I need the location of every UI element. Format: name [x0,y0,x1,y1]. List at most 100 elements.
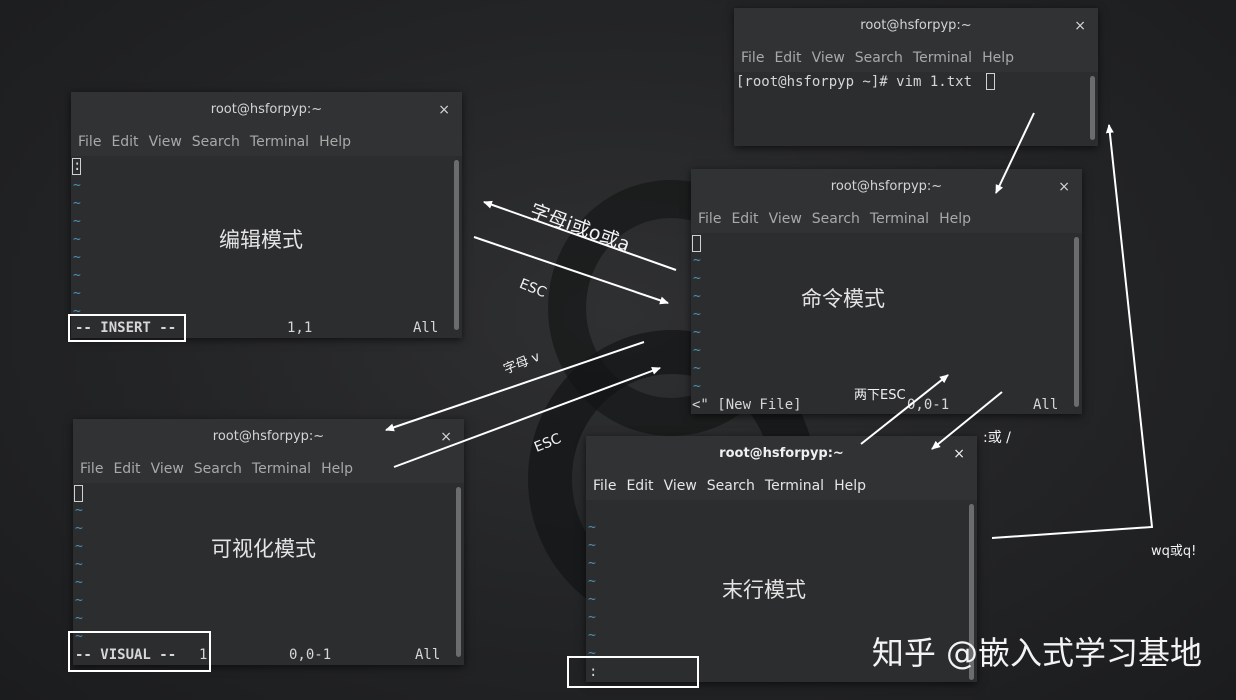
status-file: <" [New File] [692,397,802,413]
tilde-line: ~ [75,575,83,590]
scrollbar[interactable] [1090,76,1095,140]
tilde-line: ~ [693,343,701,358]
menu-bar: File Edit View Search Terminal Help [734,44,1098,72]
menu-search[interactable]: Search [191,134,240,150]
status-count: 1 [199,647,208,663]
label-quit: wq或q! [1151,544,1197,559]
scrollbar[interactable] [969,504,974,680]
highlight-box-visual [68,631,211,672]
scrollbar[interactable] [454,160,459,330]
menu-terminal[interactable]: Terminal [764,478,825,494]
menu-terminal[interactable]: Terminal [251,461,312,477]
insert-mode-window: root@hsforpyp:~ × File Edit View Search … [71,92,462,338]
status-scroll: All [1033,397,1059,413]
tilde-line: ~ [693,289,701,304]
menu-view[interactable]: View [663,478,697,494]
highlight-box-insert [68,314,186,342]
tilde-line: ~ [75,611,83,626]
title-bar: root@hsforpyp:~ × [71,92,462,128]
menu-search[interactable]: Search [854,50,903,66]
tilde-line: ~ [73,196,81,211]
scrollbar[interactable] [456,487,461,657]
window-title: root@hsforpyp:~ [210,102,323,117]
menu-file[interactable]: File [78,134,102,150]
menu-terminal[interactable]: Terminal [869,211,930,227]
arrow-command-to-visual [385,341,645,432]
tilde-line: ~ [693,325,701,340]
menu-terminal[interactable]: Terminal [249,134,310,150]
close-icon[interactable]: × [953,446,965,462]
arrow-command-to-lastline [931,391,1003,450]
menu-edit[interactable]: Edit [113,461,141,477]
menu-file[interactable]: File [80,461,104,477]
menu-file[interactable]: File [741,50,765,66]
close-icon[interactable]: × [440,429,452,445]
menu-help[interactable]: Help [939,211,971,227]
title-bar: root@hsforpyp:~ × [586,436,977,472]
window-title: root@hsforpyp:~ [212,429,325,444]
status-position: 0,0-1 [907,397,950,413]
close-icon[interactable]: × [438,102,450,118]
menu-bar: File Edit View Search Terminal Help [586,472,977,500]
watermark-text: 知乎 @嵌入式学习基地 [871,634,1202,672]
text-cursor [72,158,81,175]
title-bar: root@hsforpyp:~ × [734,8,1098,44]
menu-view[interactable]: View [150,461,184,477]
menu-search[interactable]: Search [811,211,860,227]
menu-help[interactable]: Help [982,50,1014,66]
arrow-lastline-to-shell [991,124,1154,539]
tilde-line: ~ [75,557,83,572]
menu-help[interactable]: Help [321,461,353,477]
scrollbar[interactable] [1074,237,1079,407]
arrow-visual-to-command [393,367,661,468]
status-scroll: All [415,647,441,663]
status-position: 0,0-1 [289,647,332,663]
tilde-line: ~ [73,178,81,193]
status-position: 1,1 [287,320,313,336]
menu-view[interactable]: View [811,50,845,66]
menu-view[interactable]: View [148,134,182,150]
label-to-lastline: :或 / [983,430,1011,446]
menu-help[interactable]: Help [319,134,351,150]
tilde-line: ~ [693,361,701,376]
tilde-line: ~ [73,214,81,229]
arrow-shell-to-command [995,112,1035,194]
tilde-line: ~ [75,521,83,536]
label-two-esc: 两下ESC [854,388,906,403]
cmdline-text: : [73,158,82,174]
text-cursor [692,235,701,252]
menu-view[interactable]: View [768,211,802,227]
menu-file[interactable]: File [698,211,722,227]
cmdline-text: : [589,664,598,680]
close-icon[interactable]: × [1058,179,1070,195]
tilde-line: ~ [73,286,81,301]
status-mode: -- INSERT -- [75,320,177,336]
text-cursor [74,485,83,502]
menu-file[interactable]: File [593,478,617,494]
tilde-line: ~ [75,629,83,644]
tilde-line: ~ [588,610,596,625]
menu-help[interactable]: Help [834,478,866,494]
terminal-body[interactable]: ~ ~ ~ ~ ~ ~ ~ ~ 命令模式 <" [New File] 0,0-1… [691,233,1082,414]
menu-edit[interactable]: Edit [731,211,759,227]
menu-search[interactable]: Search [706,478,755,494]
menu-terminal[interactable]: Terminal [912,50,973,66]
terminal-body[interactable]: ~ ~ ~ ~ ~ ~ ~ ~ 可视化模式 -- VISUAL -- 1 0,0… [73,483,464,665]
menu-edit[interactable]: Edit [626,478,654,494]
menu-edit[interactable]: Edit [774,50,802,66]
mode-label: 编辑模式 [219,228,303,252]
terminal-body[interactable]: ~ ~ ~ ~ ~ ~ ~ ~ 末行模式 : [586,500,977,682]
terminal-body[interactable]: : ~ ~ ~ ~ ~ ~ ~ ~ 编辑模式 -- INSERT -- 1,1 … [71,156,462,338]
tilde-line: ~ [588,592,596,607]
menu-search[interactable]: Search [193,461,242,477]
tilde-line: ~ [75,503,83,518]
tilde-line: ~ [588,628,596,643]
close-icon[interactable]: × [1074,18,1086,34]
arrow-command-to-insert [483,200,677,271]
menu-edit[interactable]: Edit [111,134,139,150]
tilde-line: ~ [73,232,81,247]
terminal-body[interactable]: [root@hsforpyp ~]# vim 1.txt [734,72,1098,146]
lastline-mode-window: root@hsforpyp:~ × File Edit View Search … [586,436,977,682]
arrow-lastline-to-command [860,374,949,445]
